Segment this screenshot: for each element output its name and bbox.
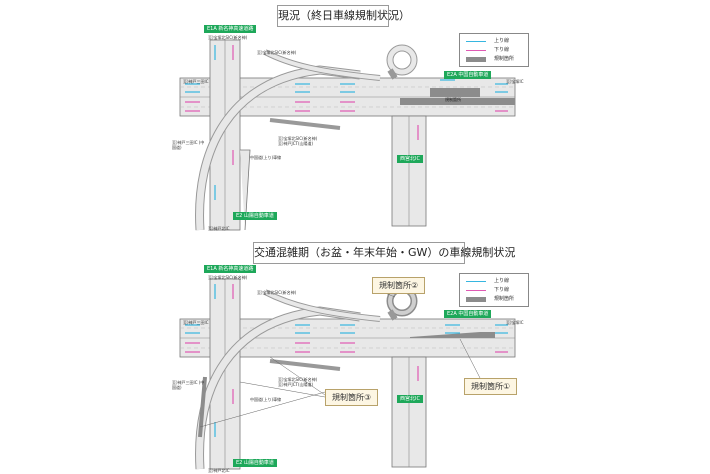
legend-restriction-label: 規制箇所: [494, 296, 515, 302]
direction-label: 至)神戸北IC: [208, 226, 230, 231]
ramp-merge-surface: [264, 50, 381, 80]
callout-restriction-2: 規制箇所②: [372, 277, 426, 294]
legend: 上り線 下り線 規制箇所: [459, 33, 529, 67]
e1a-label: E1A 新名神高速道路: [204, 25, 257, 33]
legend-down-swatch: [466, 289, 486, 291]
direction-label: 至)宝塚北SIC(新名神): [278, 377, 318, 382]
legend-up-label: 上り線: [494, 278, 510, 284]
arrows-down: [185, 284, 508, 404]
arrows-up: [185, 45, 508, 200]
direction-label: 至)神戸三田IC: [183, 79, 209, 84]
loop-connector: [387, 309, 398, 321]
loop-connector: [387, 68, 398, 80]
legend-restriction-swatch: [466, 56, 486, 62]
restriction-area: [430, 88, 480, 97]
panel-current: 現況（終日車線規制状況） E1A 新名神高速道路 E2A 中国自動車道 E2 山…: [172, 5, 529, 231]
direction-label: 至)宝塚北SIC(新名神): [257, 50, 297, 55]
exit-ramp: [269, 359, 341, 371]
legend: 上り線 下り線 規制箇所: [459, 273, 529, 307]
ic-label: 西宮北IC: [397, 395, 423, 403]
restriction-area: [400, 98, 515, 105]
exit-ramp: [269, 118, 341, 130]
legend-up-label: 上り線: [494, 38, 510, 44]
legend-down: 下り線: [466, 47, 509, 53]
e2a-label: E2A 中国自動車道: [444, 71, 492, 79]
e2-label: E2 山陽自動車道: [233, 212, 277, 220]
callout-restriction-1: 規制箇所①: [464, 378, 518, 395]
callout-restriction-3: 規制箇所③: [325, 389, 379, 406]
direction-label: 至)宝塚北SIC(新名神): [257, 290, 297, 295]
legend-down-swatch: [466, 49, 486, 51]
arrows-up: [185, 284, 508, 437]
direction-label: 至)宝塚北SIC(新名神): [208, 35, 248, 40]
direction-label: 至)神戸JCT(山陽道): [278, 382, 314, 387]
direction-label: 至)神戸JCT(山陽道): [278, 141, 314, 146]
legend-up-swatch: [466, 280, 486, 282]
e2-label: E2 山陽自動車道: [233, 459, 277, 467]
legend-restriction: 規制箇所: [466, 296, 514, 302]
direction-label: 至)宝塚IC: [506, 320, 524, 325]
panel-congestion: 交通混雑期（お盆・年末年始・GW）の車線規制状況 E1A 新名神高速道路 E2A…: [0, 237, 710, 474]
direction-label: 至)神戸北IC: [208, 468, 230, 473]
e2a-label: E2A 中国自動車道: [444, 310, 492, 318]
ic-label: 西宮北IC: [397, 155, 423, 163]
direction-label: 至)神戸三田IC: [183, 320, 209, 325]
direction-label: 至)宝塚北SIC(新名神): [278, 136, 318, 141]
legend-down-label: 下り線: [494, 287, 510, 293]
legend-restriction: 規制箇所: [466, 56, 514, 62]
panel-title: 現況（終日車線規制状況）: [277, 5, 410, 27]
callout-leaders: [199, 292, 481, 428]
restriction-area-1: [410, 332, 495, 338]
legend-down-label: 下り線: [494, 47, 510, 53]
e1a-label: E1A 新名神高速道路: [204, 265, 257, 273]
legend-restriction-swatch: [466, 296, 486, 302]
restriction-inline-label: 規制箇所: [445, 97, 461, 102]
diagram-congestion: [179, 278, 516, 470]
diagram-current: [179, 39, 516, 231]
legend-up: 上り線: [466, 278, 509, 284]
direction-label: 至)宝塚北SIC(新名神): [208, 275, 248, 280]
direction-label: 中国道(上り)車線: [250, 397, 282, 402]
direction-label: 至)宝塚IC: [506, 79, 524, 84]
ramp-merge-surface: [264, 290, 381, 321]
e2-branch: [240, 149, 251, 231]
ramp-curve-surface: [196, 66, 361, 231]
legend-down: 下り線: [466, 287, 509, 293]
panel-title: 交通混雑期（お盆・年末年始・GW）の車線規制状況: [253, 242, 515, 264]
direction-label: 至)神戸三田IC (中国道): [172, 380, 205, 390]
arrows-down: [185, 45, 508, 165]
loop-ramp-surface: [387, 45, 417, 75]
legend-up: 上り線: [466, 38, 509, 44]
direction-label: 至)神戸三田IC (中国道): [172, 140, 205, 150]
legend-up-swatch: [466, 40, 486, 42]
legend-restriction-label: 規制箇所: [494, 56, 515, 62]
direction-label: 中国道(上り)車線: [250, 155, 282, 160]
